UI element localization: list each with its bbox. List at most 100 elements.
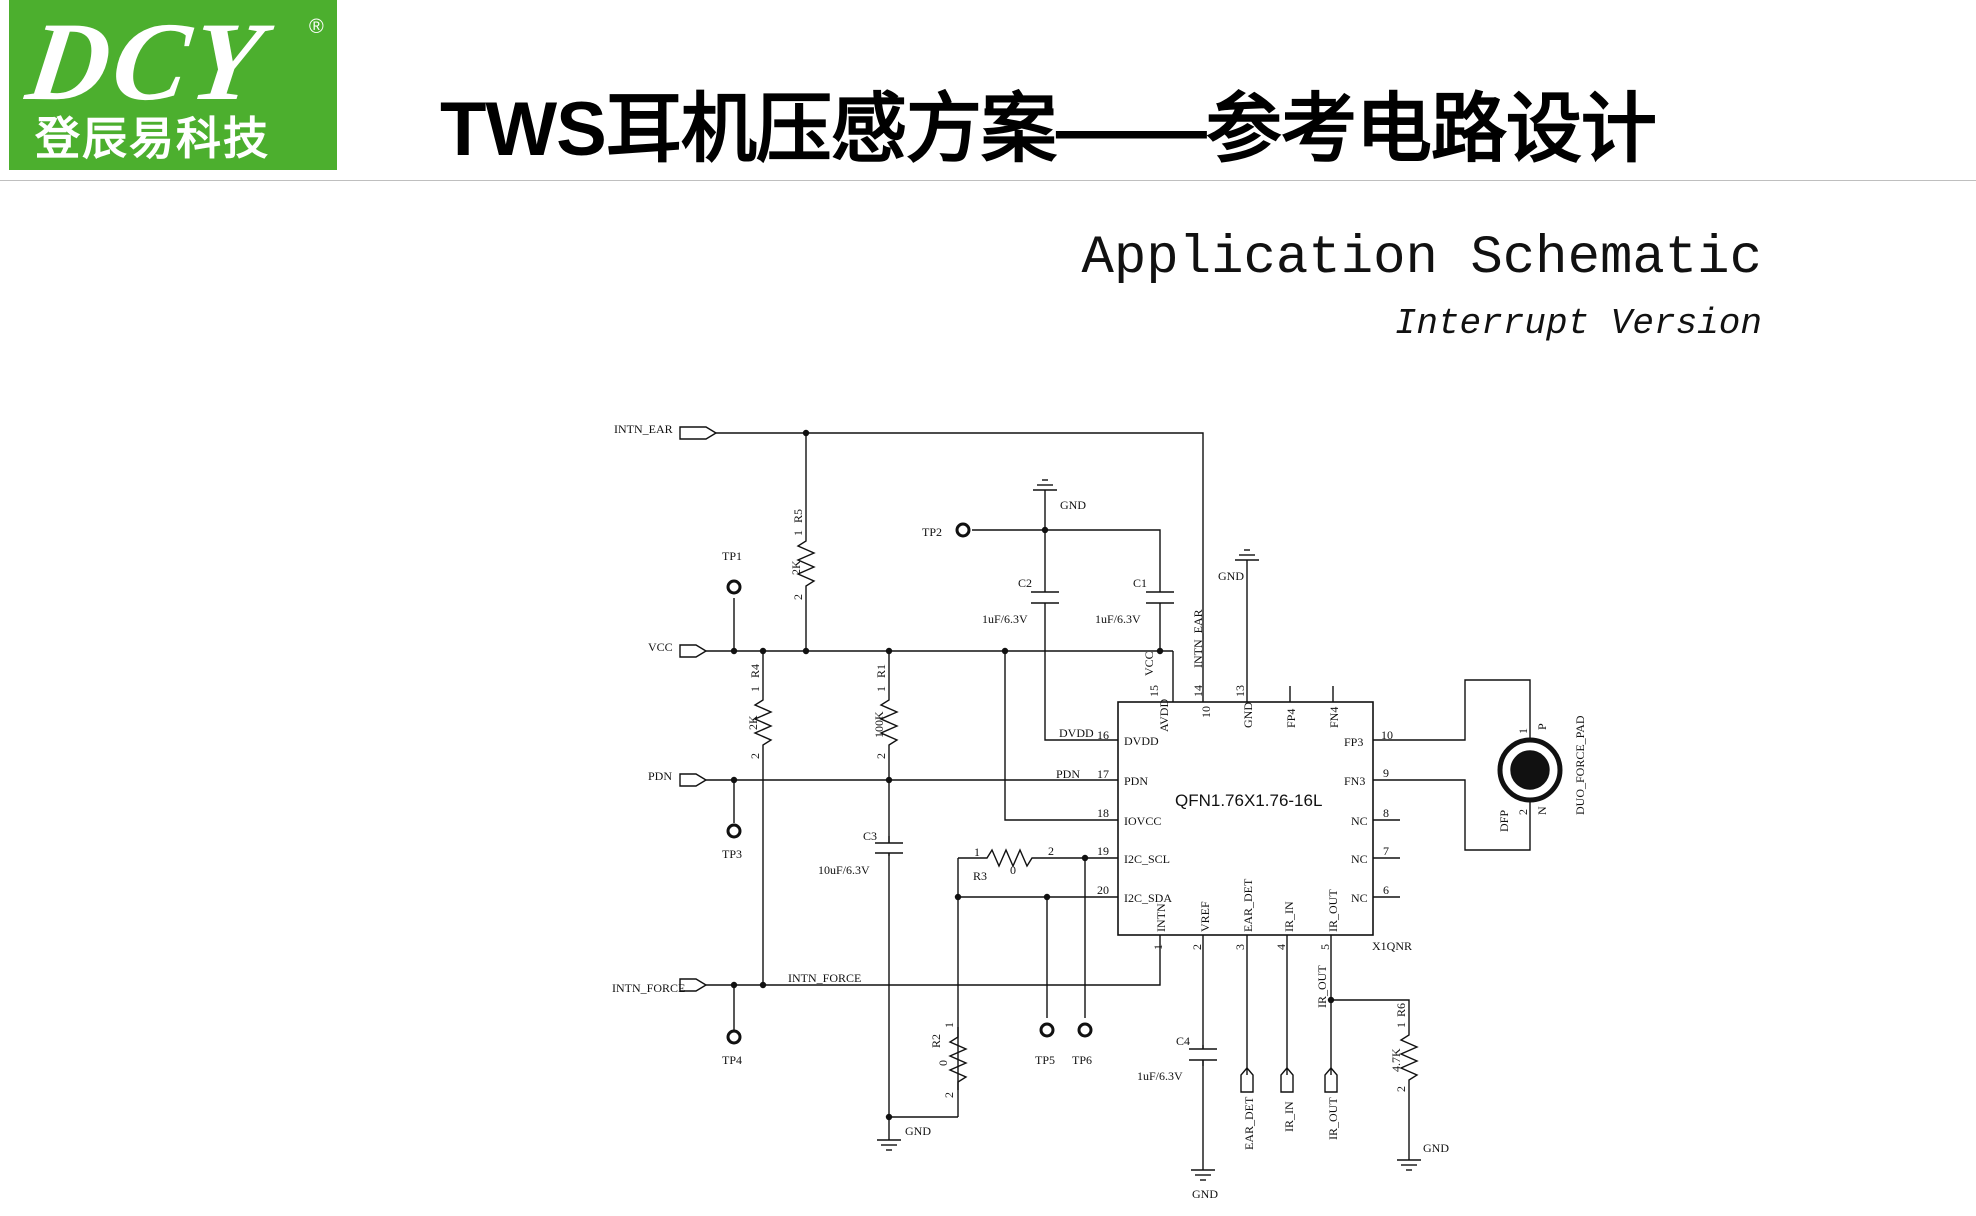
r4-pin1: 1 [748,686,762,692]
r1-ref: R1 [874,664,888,678]
junction [759,647,767,655]
r6-pin2: 2 [1394,1086,1408,1092]
chip-pin-name: NC [1351,852,1368,866]
registered-mark: ® [309,16,324,38]
r4-ref: R4 [748,664,762,678]
chip-pin-name: I2C_SCL [1124,852,1170,866]
chip-pin-num: 16 [1097,728,1109,742]
testpoints [726,522,1093,1045]
wire-intn-force [706,935,1161,986]
gnd-symbol [1191,1169,1215,1181]
chip-pin-num: 8 [1383,806,1389,820]
port-ear-det [1240,1066,1254,1093]
tp1-label: TP1 [722,549,742,563]
chip-pin-name: AVDD [1157,699,1171,732]
r3-value: 0 [1010,863,1016,877]
chip-pin-num: 4 [1274,944,1288,950]
chip-pin-name: PDN [1124,774,1148,788]
company-logo: DCY ® 登辰易科技 [9,0,337,170]
c1-ref: C1 [1133,576,1147,590]
chip-pin-name: DVDD [1124,734,1159,748]
wire-fn3 [1373,779,1531,851]
c2-value: 1uF/6.3V [982,612,1028,626]
force-pad-pin-n: N [1535,806,1549,815]
junction [1043,893,1051,901]
testpoint-tp3 [726,823,742,839]
chip-pin-name: FN4 [1327,707,1341,728]
chip-pin-name: I2C_SDA [1124,891,1172,905]
port-ir-out-label: IR_OUT [1326,1097,1340,1140]
r3-ref: R3 [973,869,987,883]
c4-ref: C4 [1176,1034,1190,1048]
testpoint-tp2 [955,522,971,538]
r1-pin1: 1 [874,686,888,692]
title-divider [0,180,1976,181]
chip-pin-num: 19 [1097,844,1109,858]
capacitor-c4 [1189,1045,1217,1066]
chip-pin-num: 9 [1383,766,1389,780]
junction [1156,647,1164,655]
junction [954,893,962,901]
gnd-symbol [877,1117,901,1151]
page-title: TWS耳机压感方案——参考电路设计 [440,87,1657,172]
chip-pin-name: NC [1351,814,1368,828]
chip-pin-name: IR_OUT [1326,889,1340,932]
gnd-symbol [1033,479,1057,491]
r1-pin2: 2 [874,753,888,759]
force-pad-pin2: 2 [1516,809,1530,815]
gnd-label: GND [1060,498,1086,512]
gnd-symbols [877,479,1421,1181]
r2-ref: R2 [929,1034,943,1048]
capacitors [875,591,1217,1066]
gnd-label: GND [905,1124,931,1138]
force-pad-ref: DFP [1497,810,1511,832]
gnd-symbol [1397,1150,1421,1171]
junction [759,981,767,989]
net-label-intn-force: INTN_FORCE [788,971,861,985]
r3-pin2: 2 [1048,844,1054,858]
net-label-ir-out: IR_OUT [1315,965,1329,1008]
port-ir-in [1280,1066,1294,1093]
tp2-label: TP2 [922,525,942,539]
r6-pin1: 1 [1394,1022,1408,1028]
chip-pin-num: 7 [1383,844,1389,858]
testpoint-tp5 [1039,1022,1055,1038]
chip-pin-name: INTN [1154,903,1168,932]
port-vcc-label: VCC [648,640,673,654]
r2-pin2: 2 [942,1092,956,1098]
chip-pin-num: 2 [1190,944,1204,950]
chip-refdes: X1QNR [1372,939,1412,953]
net-label-intn-ear: INTN_EAR [1191,609,1205,668]
port-ir-in-label: IR_IN [1282,1101,1296,1132]
r3-pin1: 1 [974,845,980,859]
r5-pin2: 2 [791,594,805,600]
tp4-label: TP4 [722,1053,742,1067]
port-pdn [679,773,708,787]
r6-value: 4.7K [1389,1048,1403,1072]
r5-ref: R5 [791,509,805,523]
chip-pin-name: FN3 [1344,774,1365,788]
chip-pin-name: GND [1241,702,1255,728]
logo-company-name: 登辰易科技 [35,113,271,164]
chip-pin-num: 20 [1097,883,1109,897]
force-pad-name: DUO_FORCE_PAD [1573,715,1587,815]
junction [1327,996,1335,1004]
chip-pin-name: IOVCC [1124,814,1161,828]
junction [730,776,738,784]
chip-pin-name: FP4 [1284,709,1298,728]
port-ear-det-label: EAR_DET [1242,1096,1256,1150]
chip-pin-name: 10 [1199,706,1213,718]
gnd-label: GND [1218,569,1244,583]
chip-pin-num: 17 [1097,767,1109,781]
force-pad-ring [1497,737,1563,803]
wire-iovcc [1004,651,1118,821]
tp5-label: TP5 [1035,1053,1055,1067]
wire-dvdd [1044,603,1118,741]
c3-ref: C3 [863,829,877,843]
chip-pin-num: 1 [1151,944,1165,950]
junction [1081,854,1089,862]
chip-pin-num: 14 [1191,685,1205,697]
tp3-label: TP3 [722,847,742,861]
resistor-r6 [1399,1025,1419,1088]
r5-value: 2K [789,560,803,575]
